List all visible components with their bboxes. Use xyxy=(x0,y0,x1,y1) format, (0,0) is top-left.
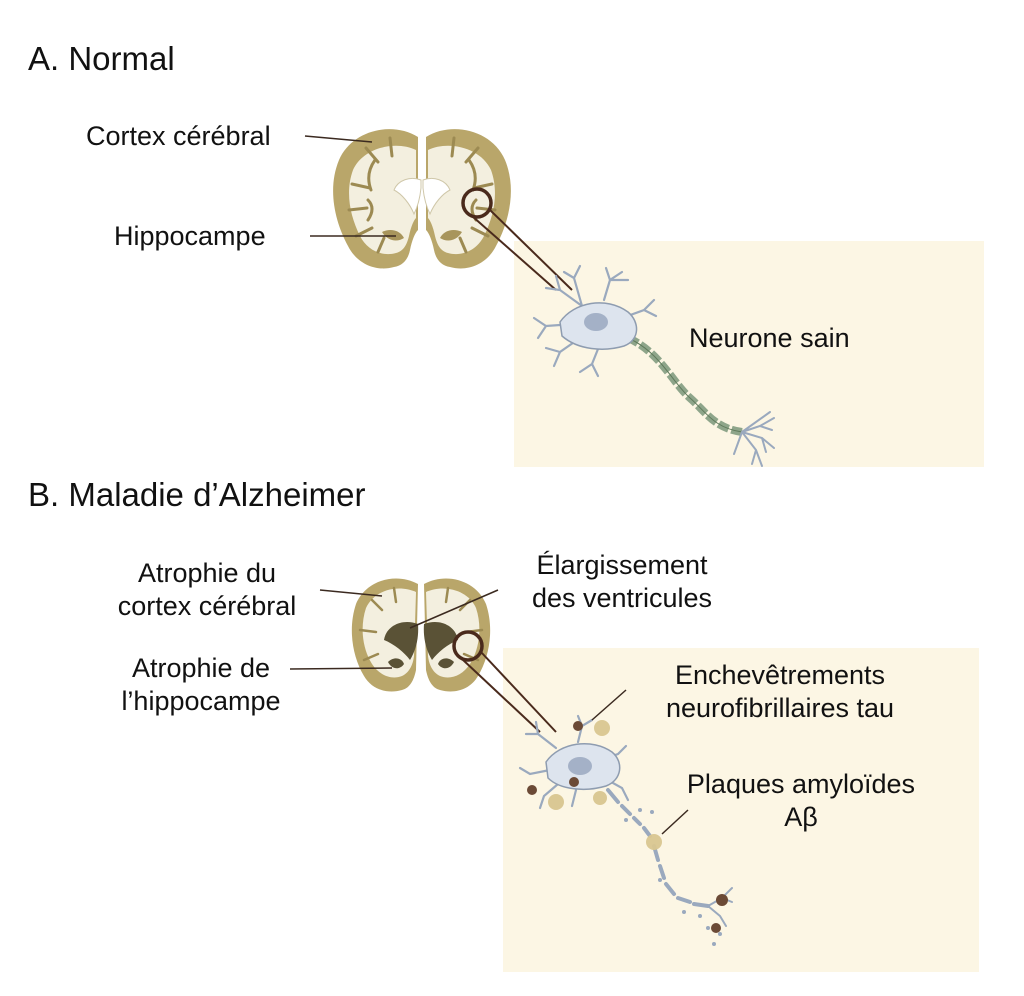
normal-brain-section xyxy=(304,129,573,291)
label-hippocampus-atrophy: Atrophie de l’hippocampe xyxy=(104,652,298,718)
label-healthy-neuron: Neurone sain xyxy=(689,323,850,353)
label-enlarged-ventricles-line1: Élargissement xyxy=(536,550,708,580)
label-cerebral-cortex: Cortex cérébral xyxy=(86,121,271,151)
alzheimer-neuron-panel xyxy=(503,648,979,972)
label-enlarged-ventricles: Élargissement des ventricules xyxy=(512,549,732,615)
label-amyloid-plaques: Plaques amyloïdes Aβ xyxy=(662,768,940,834)
label-tau-tangles: Enchevêtrements neurofibrillaires tau xyxy=(640,659,920,725)
label-cortex-atrophy-line1: Atrophie du xyxy=(137,558,277,588)
healthy-nucleus xyxy=(584,313,608,331)
label-cortex-atrophy-line2: cortex cérébral xyxy=(117,590,297,621)
alzheimer-enlarged-ventricles xyxy=(384,621,458,660)
healthy-neuron xyxy=(532,264,775,467)
alzheimer-hippocampus xyxy=(388,658,404,669)
label-hippocampus: Hippocampe xyxy=(114,221,266,251)
label-amyloid-plaques-line1: Plaques amyloïdes xyxy=(686,769,916,799)
label-tau-tangles-line1: Enchevêtrements xyxy=(674,660,886,690)
amyloid-plaques xyxy=(548,720,662,850)
label-cortex-atrophy: Atrophie du cortex cérébral xyxy=(100,557,314,623)
tau-tangles xyxy=(527,721,728,933)
fragmented-axon xyxy=(606,788,710,908)
label-tau-tangles-line2: neurofibrillaires tau xyxy=(665,692,895,723)
normal-brain-white-matter-left xyxy=(349,145,416,255)
normal-lateral-ventricles xyxy=(393,177,451,216)
section-b-title: B. Maladie d’Alzheimer xyxy=(28,476,366,513)
alzheimer-zoom-circle xyxy=(452,630,484,662)
alzheimer-neuron xyxy=(518,689,733,946)
normal-hippocampus xyxy=(382,230,404,241)
label-enlarged-ventricles-line2: des ventricules xyxy=(531,582,713,613)
normal-brain-white-matter-right xyxy=(428,145,495,255)
label-hippocampus-atrophy-line1: Atrophie de xyxy=(131,653,271,683)
alzheimer-brain-section xyxy=(289,578,557,733)
label-amyloid-plaques-line2: Aβ xyxy=(784,801,818,832)
alzheimer-nucleus xyxy=(568,757,592,775)
normal-zoom-circle xyxy=(461,187,493,219)
section-a-title: A. Normal xyxy=(28,40,175,77)
label-hippocampus-atrophy-line2: l’hippocampe xyxy=(121,685,281,716)
